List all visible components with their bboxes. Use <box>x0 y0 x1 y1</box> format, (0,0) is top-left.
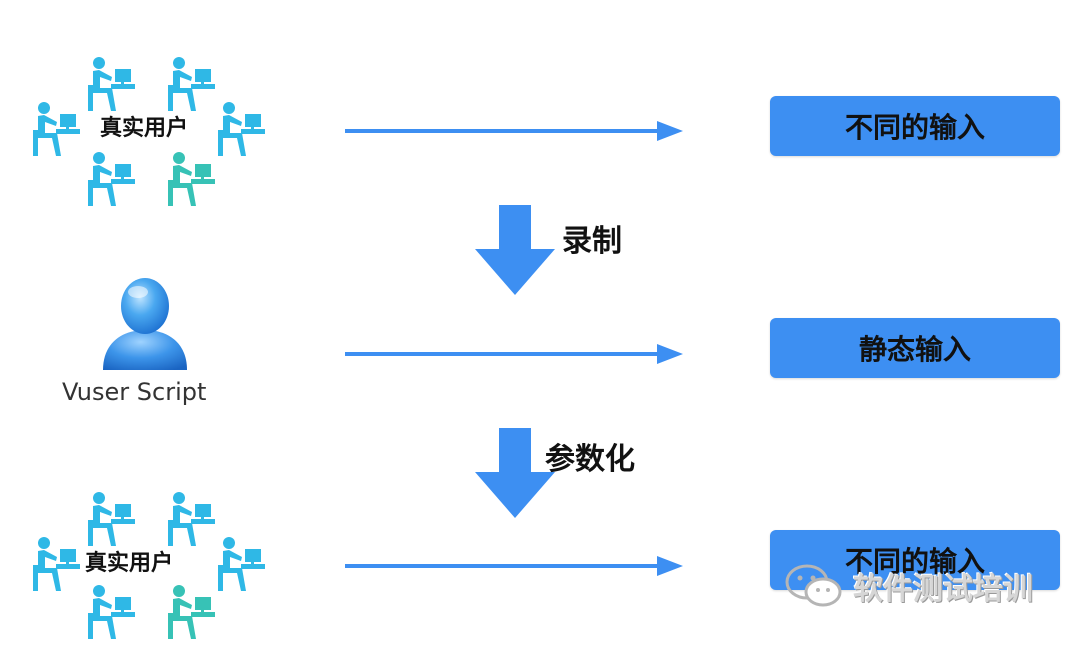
user-at-computer-icon <box>168 492 215 546</box>
cluster-label: 真实用户 <box>100 116 189 141</box>
user-at-computer-icon <box>88 585 135 639</box>
person-icon <box>103 278 187 370</box>
user-cluster-bottom: 真实用户 <box>25 485 285 655</box>
step-label-parameterize: 参数化 <box>545 442 635 477</box>
user-at-computer-icon <box>88 492 135 546</box>
arrow-right-icon <box>345 344 683 364</box>
arrow-down-icon <box>475 428 555 518</box>
user-at-computer-icon <box>168 585 215 639</box>
vuser-script-label: Vuser Script <box>62 378 207 406</box>
watermark-text: 软件测试培训 <box>853 572 1033 607</box>
watermark: 软件测试培训 <box>785 562 1033 610</box>
user-at-computer-icon <box>218 537 265 591</box>
input-box-static: 静态输入 <box>770 318 1060 378</box>
wechat-icon <box>785 564 842 607</box>
user-at-computer-icon <box>168 152 215 206</box>
user-cluster-top: 真实用户 <box>25 50 285 220</box>
user-at-computer-icon <box>88 57 135 111</box>
cluster-label: 真实用户 <box>85 551 174 576</box>
arrow-right-icon <box>345 556 683 576</box>
arrow-down-icon <box>475 205 555 295</box>
user-at-computer-icon <box>88 152 135 206</box>
step-label-record: 录制 <box>562 224 622 259</box>
user-at-computer-icon <box>33 102 80 156</box>
user-at-computer-icon <box>218 102 265 156</box>
arrow-right-icon <box>345 121 683 141</box>
user-at-computer-icon <box>33 537 80 591</box>
input-box-varied: 不同的输入 <box>770 96 1060 156</box>
user-at-computer-icon <box>168 57 215 111</box>
